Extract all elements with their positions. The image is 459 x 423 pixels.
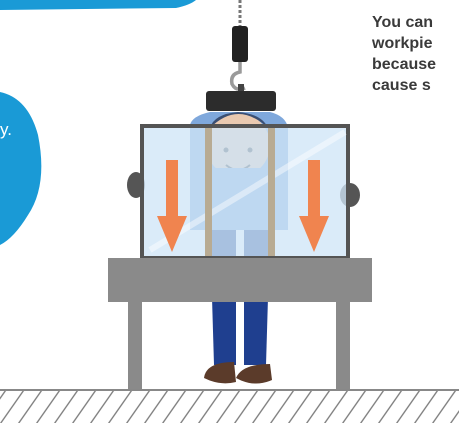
instruction-text: You can workpie because cause s bbox=[372, 12, 459, 96]
top-banner bbox=[0, 0, 196, 10]
speech-bubble bbox=[0, 92, 41, 245]
bubble-line: y. bbox=[0, 120, 12, 139]
crane-hook bbox=[232, 0, 248, 93]
support-bar bbox=[268, 128, 275, 256]
instruction-line-4: cause s bbox=[372, 75, 459, 96]
ground-hatch bbox=[0, 391, 459, 423]
instruction-line-3: because bbox=[372, 54, 459, 75]
instruction-line-2: workpie bbox=[372, 33, 459, 54]
vacuum-lifter bbox=[206, 91, 276, 111]
table-top bbox=[108, 258, 372, 302]
support-bar bbox=[205, 128, 212, 256]
instruction-line-1: You can bbox=[372, 12, 459, 33]
table-leg-right bbox=[336, 302, 350, 390]
table-leg-left bbox=[128, 302, 142, 390]
bubble-text: y. bbox=[0, 120, 12, 140]
